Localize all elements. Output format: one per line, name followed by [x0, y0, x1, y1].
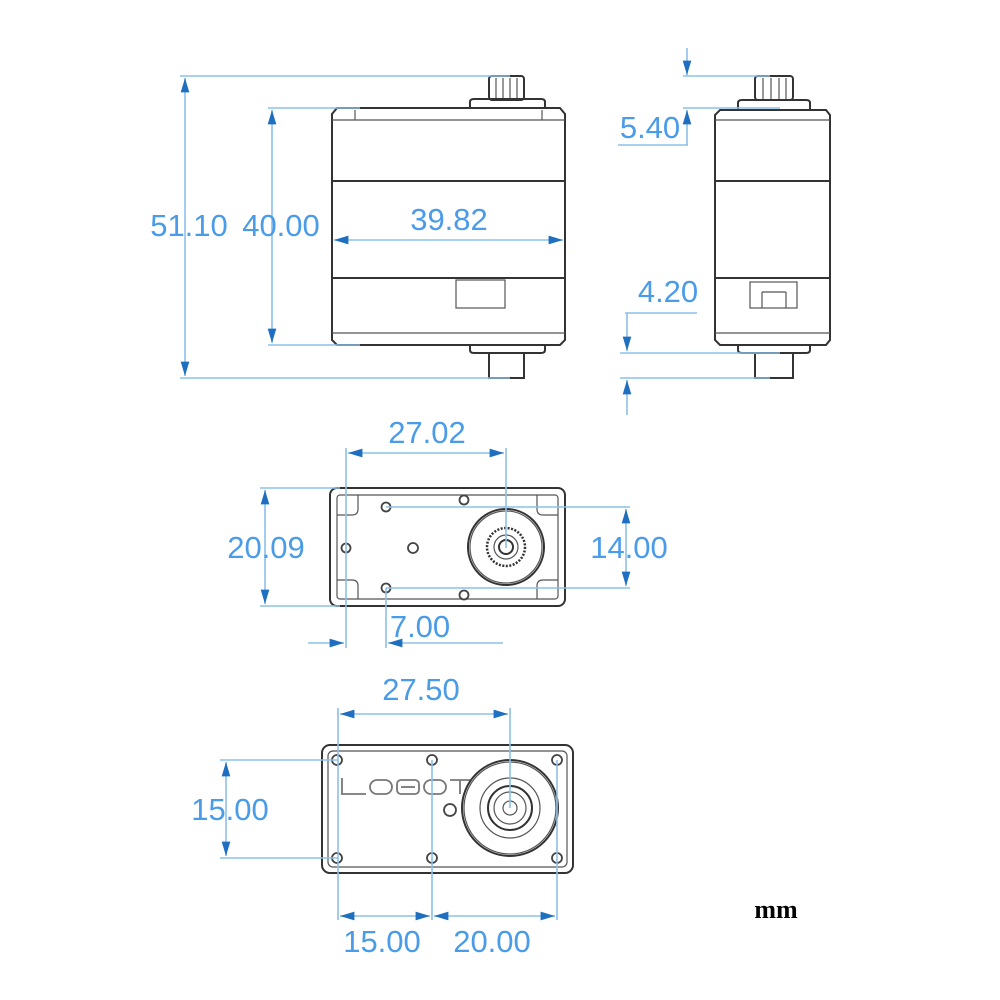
- output-spline: [754, 75, 794, 101]
- dim-body-height: 40.00: [242, 208, 320, 243]
- bottom-view: 27.50 15.00 15.00 20.00: [191, 672, 574, 959]
- dim-spline-height: 5.40: [620, 110, 680, 145]
- side-view: 5.40 4.20: [618, 48, 831, 415]
- dim-hole-spacing-vertical: 15.00: [191, 792, 269, 827]
- servo-case: [331, 107, 566, 346]
- bottom-boss: [488, 352, 525, 379]
- units-label: mm: [754, 895, 798, 924]
- dim-shaft-offset: 27.02: [388, 415, 466, 450]
- output-spline: [488, 75, 525, 101]
- front-view: 51.10 40.00 39.82: [150, 75, 566, 379]
- dim-shaft-offset-bottom: 27.50: [382, 672, 460, 707]
- dim-width: 20.09: [227, 530, 305, 565]
- dim-hole-offset: 7.00: [390, 609, 450, 644]
- lobot-logo: [341, 778, 470, 795]
- servo-top: [329, 487, 566, 607]
- servo-case-side: [714, 109, 831, 346]
- dim-hole-spacing: 14.00: [590, 530, 668, 565]
- dim-boss-height: 4.20: [638, 274, 698, 309]
- servo-bottom: [321, 744, 574, 874]
- top-view: 27.02 20.09 14.00 7.00: [227, 415, 668, 648]
- dim-hole-spacing-right: 20.00: [453, 924, 531, 959]
- dim-overall-height: 51.10: [150, 208, 228, 243]
- cable-exit: [455, 279, 506, 309]
- dim-hole-spacing-left: 15.00: [343, 924, 421, 959]
- dim-body-length: 39.82: [410, 202, 488, 237]
